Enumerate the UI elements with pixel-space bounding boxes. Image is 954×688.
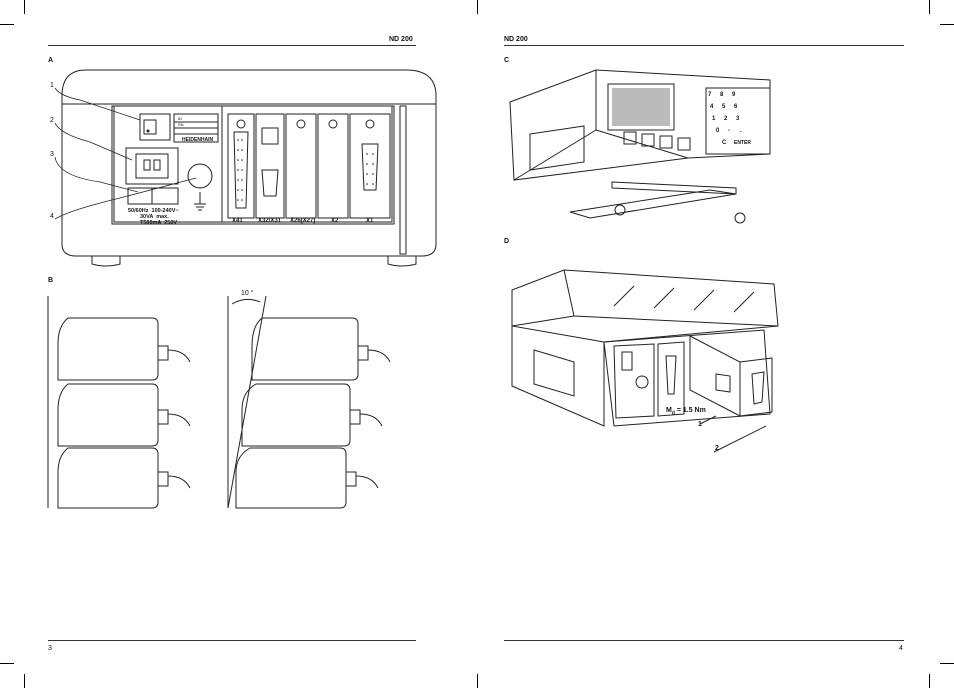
left-page-header: ND 200 [389, 36, 413, 43]
keypad-key-0: 0 [716, 128, 720, 134]
right-page-number: 4 [899, 645, 903, 652]
figure-a-callout-3: 3 [50, 151, 54, 158]
crop-mark [0, 663, 14, 664]
keypad-key-c: C [722, 140, 727, 146]
torque-spec: Md = 1.5 Nm [666, 407, 706, 416]
keypad-key-9: 9 [732, 92, 736, 98]
figure-d-interface-card-drawing [511, 269, 779, 453]
figure-a-leader-lines [54, 87, 197, 220]
figure-b-stacking-drawing [47, 295, 391, 509]
figure-c-label: C [504, 57, 510, 64]
crop-mark [24, 674, 25, 688]
figure-a-label: A [48, 57, 54, 64]
connector-label-x2: X2 [331, 218, 339, 224]
figure-d-callout-1: 1 [698, 421, 702, 428]
crop-mark [477, 674, 478, 688]
figure-d-callout-2: 2 [715, 445, 719, 452]
figure-a-callout-2: 2 [50, 117, 54, 124]
keypad-key-6: 6 [734, 104, 738, 110]
keypad-key-2: 2 [724, 116, 728, 122]
connector-label-x41: X41 [232, 218, 243, 224]
crop-mark [0, 24, 14, 25]
figure-b-label: B [48, 277, 54, 284]
right-header-rule [504, 45, 904, 46]
rating-line-1: 50/60Hz 100-240V~ [128, 208, 179, 214]
left-header-rule [48, 45, 416, 46]
tilt-angle-label: 10 ° [241, 290, 254, 297]
crop-mark [477, 0, 478, 14]
crop-mark [940, 24, 954, 25]
rating-line-3: T500mA 250V~ [140, 220, 181, 226]
connector-label-x32-x31: X32/X31 [258, 218, 282, 224]
id-plate-id: ID [178, 116, 182, 121]
crop-mark [929, 674, 930, 688]
keypad-key-dot: . [740, 128, 742, 134]
figure-d-label: D [504, 238, 510, 245]
figure-c-mounting-drawing [509, 69, 771, 224]
torque-subscript: d [671, 410, 675, 417]
stack-straight [57, 317, 191, 509]
crop-mark [24, 0, 25, 14]
keypad-key-minus: - [728, 128, 730, 134]
connector-label-x26-x27: X26(X27) [290, 218, 316, 224]
crop-mark [940, 663, 954, 664]
id-plate-sn: SN [178, 122, 184, 127]
torque-symbol: M [666, 407, 672, 414]
left-footer-rule [48, 640, 416, 641]
keypad-key-3: 3 [736, 116, 740, 122]
figure-a-rear-panel [61, 69, 437, 267]
torque-value: = 1.5 Nm [674, 407, 706, 414]
stack-tilted [235, 317, 391, 509]
left-page-number: 3 [48, 645, 52, 652]
right-page-header: ND 200 [504, 36, 528, 43]
right-footer-rule [504, 640, 904, 641]
figure-a-callout-4: 4 [50, 213, 54, 220]
keypad-key-7: 7 [708, 92, 712, 98]
keypad-key-1: 1 [712, 116, 716, 122]
figure-a-callout-1: 1 [50, 82, 54, 89]
keypad-key-enter: ENTER [734, 140, 751, 146]
keypad-key-5: 5 [722, 104, 726, 110]
brand-label: HEIDENHAIN [182, 137, 214, 143]
keypad-key-8: 8 [720, 92, 724, 98]
keypad-key-4: 4 [710, 104, 714, 110]
connector-label-x1: X1 [366, 218, 374, 224]
rating-line-2: 30VA max. [140, 214, 169, 220]
crop-mark [929, 0, 930, 14]
